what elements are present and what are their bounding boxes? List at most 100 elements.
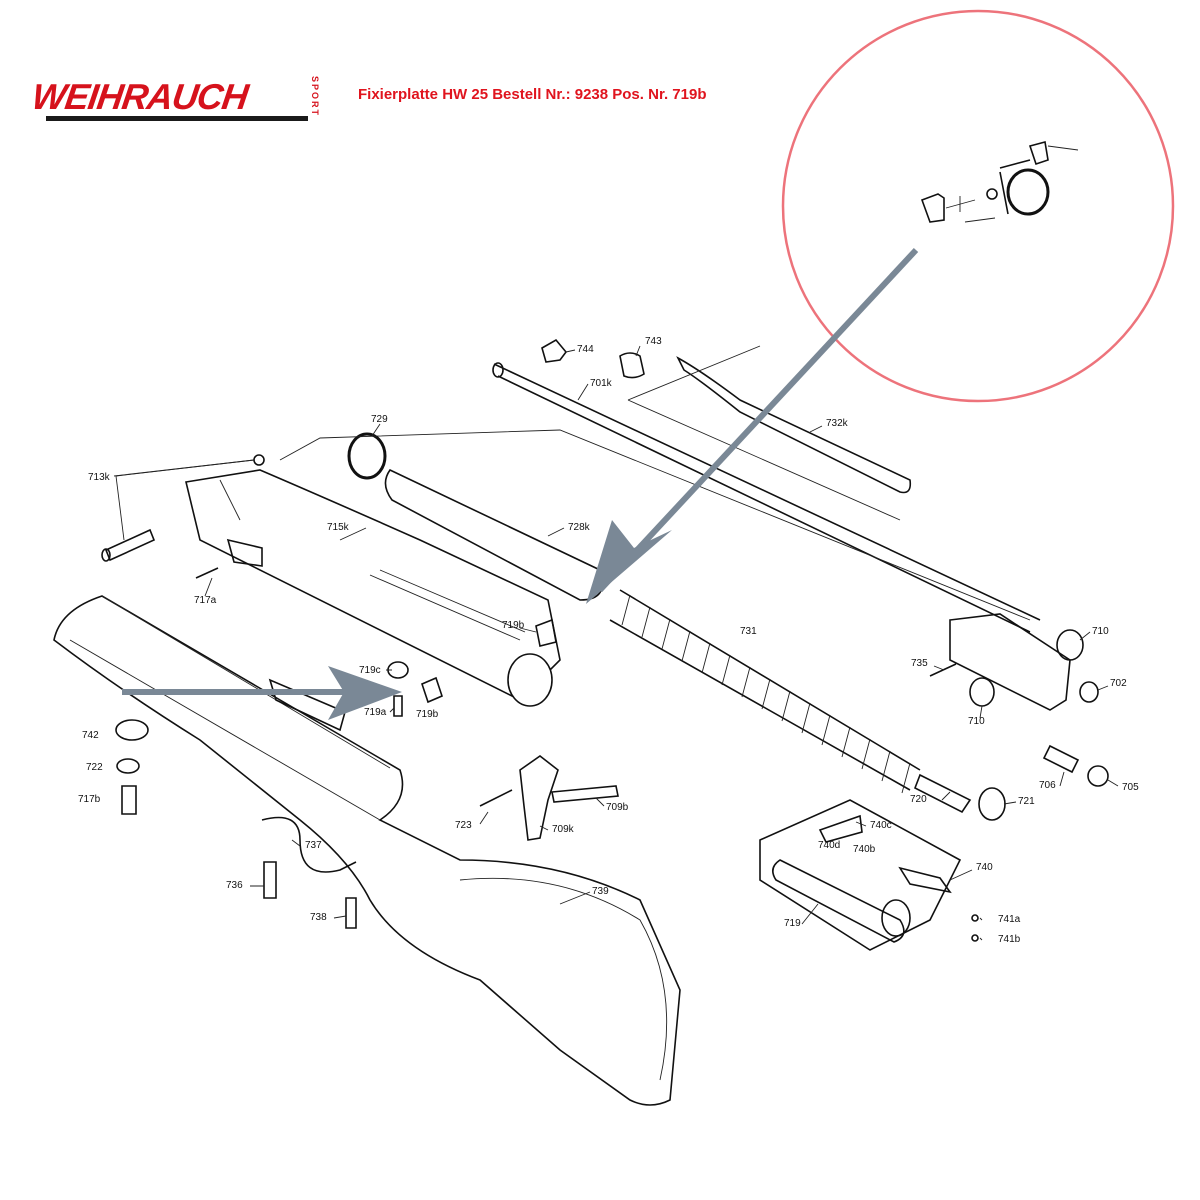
trigger-mount-block (226, 538, 263, 567)
mainspring-731 (609, 589, 921, 791)
barrel-701k (493, 363, 1041, 633)
bolt-washer (253, 454, 265, 466)
screw-738 (345, 897, 357, 929)
fixing-plate-719b-mounted (535, 618, 557, 647)
zoom-leader-lines (945, 196, 976, 212)
label-709k: 709k (552, 824, 575, 835)
label-723: 723 (455, 820, 472, 831)
spring-guide-720 (913, 773, 972, 814)
fixing-plate-719b (421, 676, 443, 704)
zoom-hole (986, 188, 998, 200)
label-720: 720 (910, 794, 927, 805)
label-719b: 719b (416, 709, 439, 720)
label-744: 744 (577, 344, 594, 355)
label-731: 731 (740, 626, 757, 637)
sear-740 (898, 866, 952, 894)
label-732k: 732k (826, 418, 849, 429)
weihrauch-logo: WEIHRAUCH SPORT (30, 76, 320, 121)
lever-frame-lines (627, 345, 901, 521)
label-717a: 717a (194, 595, 217, 606)
label-722: 722 (86, 762, 103, 773)
zoom-axis-lines (964, 145, 1079, 223)
nut-742 (115, 719, 149, 741)
logo-wordmark: WEIHRAUCH (30, 76, 252, 117)
label-leader-lines (113, 345, 1119, 941)
label-702: 702 (1110, 678, 1127, 689)
logo-underline (46, 116, 308, 121)
barrel-assembly (185, 338, 1109, 821)
label-743: 743 (645, 336, 662, 347)
label-741b: 741b (998, 934, 1021, 945)
piston-728k (384, 468, 604, 601)
screw-719a (393, 695, 403, 717)
pin-741a (971, 914, 979, 922)
label-737: 737 (305, 840, 322, 851)
tube-detail-lines (219, 479, 526, 641)
screw-736 (263, 861, 277, 899)
pin-741b (971, 934, 979, 942)
label-740: 740 (976, 862, 993, 873)
label-719c: 719c (359, 665, 381, 676)
end-cap-block (949, 613, 1071, 711)
label-713k: 713k (88, 472, 111, 483)
screw-717b (121, 785, 137, 815)
stock-cutout (268, 678, 346, 732)
zoom-tube-end (1006, 168, 1050, 216)
zoom-fixing-plate (920, 193, 945, 223)
trigger-unit (759, 799, 979, 951)
label-738: 738 (310, 912, 327, 923)
label-710-bottom: 710 (968, 716, 985, 727)
bolt-leader (115, 459, 255, 541)
label-735: 735 (911, 658, 928, 669)
trigger-parts (261, 755, 619, 929)
label-715k: 715k (327, 522, 350, 533)
label-710-top: 710 (1092, 626, 1109, 637)
pointer-arrows (122, 247, 919, 720)
label-717b: 717b (78, 794, 101, 805)
trigger-spring-709b (551, 785, 619, 803)
washer-710-top (1056, 629, 1084, 661)
zoom-tube-body (999, 141, 1049, 215)
washer-722 (116, 758, 140, 774)
stock-contours (69, 595, 668, 1081)
label-729: 729 (371, 414, 388, 425)
piston-seal-729 (347, 432, 387, 480)
arrow-from-zoom (597, 247, 919, 593)
label-740c: 740c (870, 820, 892, 831)
part-labels: 744 743 701k 732k 729 713k 715k 728k 717… (78, 336, 1139, 945)
label-740b: 740b (853, 844, 876, 855)
sight-clip-743 (619, 352, 645, 379)
spring-coils (621, 594, 911, 794)
logo-sport-text: SPORT (310, 76, 320, 117)
trigger-709k (519, 755, 559, 841)
label-740d: 740d (818, 840, 840, 851)
washer-721 (978, 787, 1006, 821)
housing-end (881, 899, 911, 937)
tube-front-opening (507, 653, 553, 707)
pivot-bolt-713k (101, 454, 265, 562)
page-title: Fixierplatte HW 25 Bestell Nr.: 9238 Pos… (358, 86, 707, 103)
label-742: 742 (82, 730, 99, 741)
pin-717a (195, 567, 219, 579)
label-741a: 741a (998, 914, 1021, 925)
label-706: 706 (1039, 780, 1056, 791)
label-739: 739 (592, 886, 609, 897)
zoom-highlight-circle (781, 9, 1175, 403)
label-736: 736 (226, 880, 243, 891)
cocking-lever-732k (676, 356, 912, 494)
washer-710-bottom (969, 677, 995, 707)
nut-702 (1079, 681, 1099, 703)
zoom-detail-parts (920, 141, 1079, 223)
assembly-frame-lines (279, 429, 1031, 621)
spring-706 (1042, 744, 1080, 774)
trigger-guard-737 (261, 816, 357, 873)
label-705: 705 (1122, 782, 1139, 793)
arrow-head-zoom (586, 520, 672, 604)
label-721: 721 (1018, 796, 1035, 807)
ball-705 (1087, 765, 1109, 787)
label-719a: 719a (364, 707, 387, 718)
trigger-housing-719 (772, 859, 905, 943)
label-701k: 701k (590, 378, 613, 389)
